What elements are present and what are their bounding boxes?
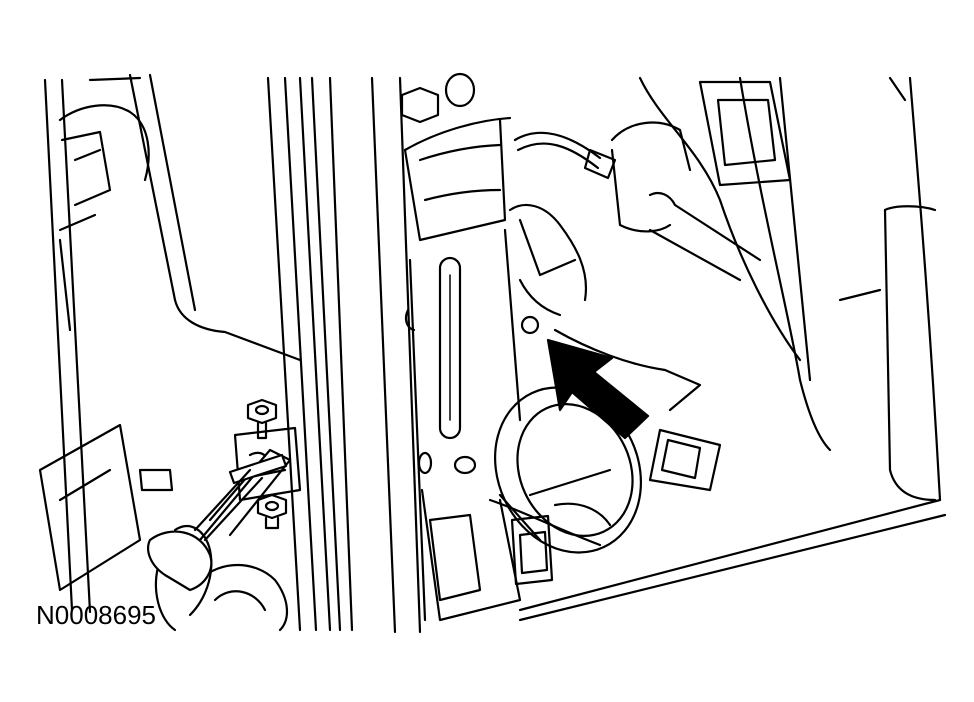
left-trim-panel xyxy=(38,73,302,614)
bolt-upper xyxy=(246,398,278,440)
central-bracket xyxy=(403,116,522,622)
screwdriver-tool xyxy=(147,453,288,592)
pillar-edges xyxy=(266,76,422,634)
locating-arrow xyxy=(546,338,650,440)
horn-assembly xyxy=(488,203,722,586)
right-housing xyxy=(518,76,947,622)
cable-and-connector xyxy=(513,121,762,282)
top-nut xyxy=(400,72,476,124)
bolt-lower xyxy=(256,493,288,530)
figure-id-label: N0008695 xyxy=(36,600,156,630)
